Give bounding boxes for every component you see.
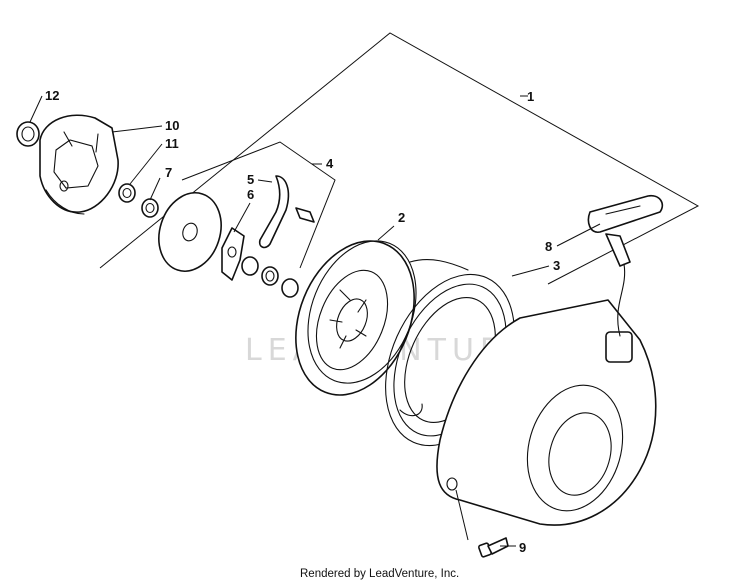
part-8-starter-handle (587, 194, 664, 337)
callout-10: 10 (165, 118, 179, 133)
callout-4: 4 (326, 156, 334, 171)
callout-3: 3 (553, 258, 560, 273)
part-2-starter-reel (295, 240, 469, 396)
callout-8: 8 (545, 239, 552, 254)
part-5-pawl (258, 175, 290, 249)
part-11-nut (118, 183, 136, 203)
callout-6: 6 (247, 187, 254, 202)
callouts: 1 2 3 4 5 6 7 8 9 10 11 12 (29, 88, 601, 555)
callout-2: 2 (398, 210, 405, 225)
friction-plate (158, 192, 222, 272)
part-7-washer (141, 198, 159, 218)
part-10-drive-hub (39, 114, 119, 215)
callout-9: 9 (519, 540, 526, 555)
starter-housing (436, 299, 657, 526)
pawl-spring (241, 256, 299, 298)
callout-11: 11 (165, 136, 179, 151)
part-6-pawl-guide (221, 227, 245, 281)
pawl-kit-bracket (181, 141, 336, 269)
part-12-o-ring (16, 121, 40, 147)
callout-5: 5 (247, 172, 254, 187)
part-9-bolt (478, 537, 509, 558)
callout-12: 12 (45, 88, 59, 103)
footer-credit: Rendered by LeadVenture, Inc. (300, 568, 459, 580)
callout-1: 1 (527, 89, 534, 104)
callout-7: 7 (165, 165, 172, 180)
pawl-pin (295, 207, 315, 223)
